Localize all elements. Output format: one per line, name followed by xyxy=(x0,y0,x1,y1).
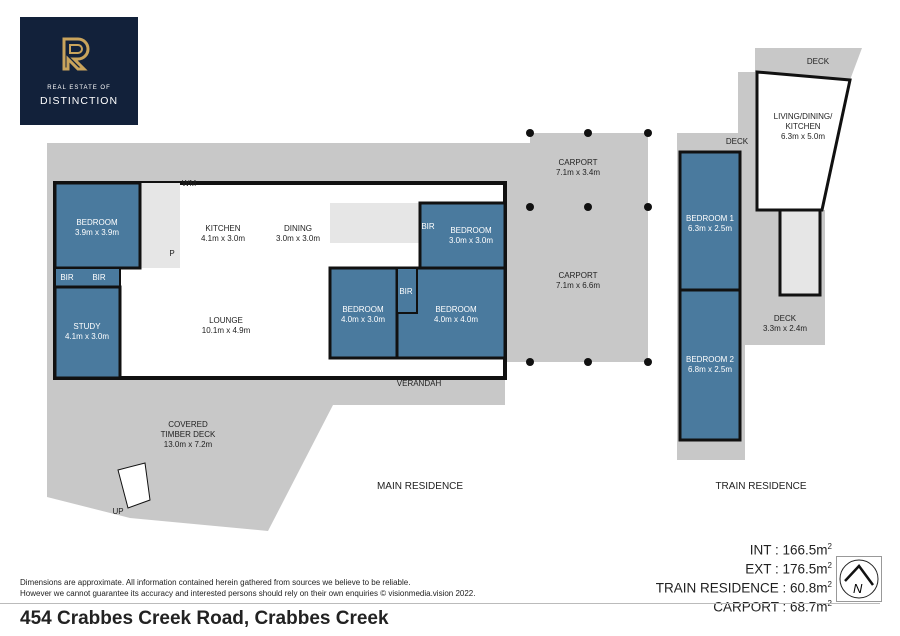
logo-line1: REAL ESTATE OF xyxy=(47,85,111,91)
room-study xyxy=(53,285,122,380)
bir-label: BIR xyxy=(399,287,413,296)
bir-label: BIR xyxy=(92,273,106,282)
compass-letter: N xyxy=(853,581,863,596)
logo: REAL ESTATE OF DISTINCTION xyxy=(20,17,138,125)
logo-monogram-icon xyxy=(62,37,90,71)
pantry-label: P xyxy=(169,249,175,258)
train-bathroom xyxy=(778,208,822,297)
property-address: 454 Crabbes Creek Road, Crabbes Creek xyxy=(20,608,389,629)
disclaimer: Dimensions are approximate. All informat… xyxy=(20,578,476,598)
deck-label: DECK xyxy=(725,137,749,146)
verandah-label: VERANDAH xyxy=(396,379,442,388)
room-bedroom-nw xyxy=(53,181,142,270)
bir-label: BIR xyxy=(421,222,435,231)
deck-label: DECK xyxy=(806,57,830,66)
train-deck-top xyxy=(755,48,862,80)
bir-label: BIR xyxy=(60,273,74,282)
area-summary: INT : 166.5m2 EXT : 176.5m2 TRAIN RESIDE… xyxy=(655,542,832,615)
divider xyxy=(0,603,880,604)
train-living xyxy=(755,70,852,212)
wm-label: WM xyxy=(181,179,197,188)
train-bedroom-2 xyxy=(678,288,742,442)
main-residence-title: MAIN RESIDENCE xyxy=(376,481,464,492)
train-residence-title: TRAIN RESIDENCE xyxy=(715,481,807,492)
room-bedroom-s1 xyxy=(328,266,399,360)
north-compass-icon: N xyxy=(836,556,882,602)
room-bedroom-ne xyxy=(418,201,507,270)
train-bedroom-1 xyxy=(678,150,742,292)
timber-deck xyxy=(47,378,333,531)
exterior-area xyxy=(47,133,648,362)
logo-line2: DISTINCTION xyxy=(39,95,119,107)
stairs-up-label: UP xyxy=(112,507,124,516)
